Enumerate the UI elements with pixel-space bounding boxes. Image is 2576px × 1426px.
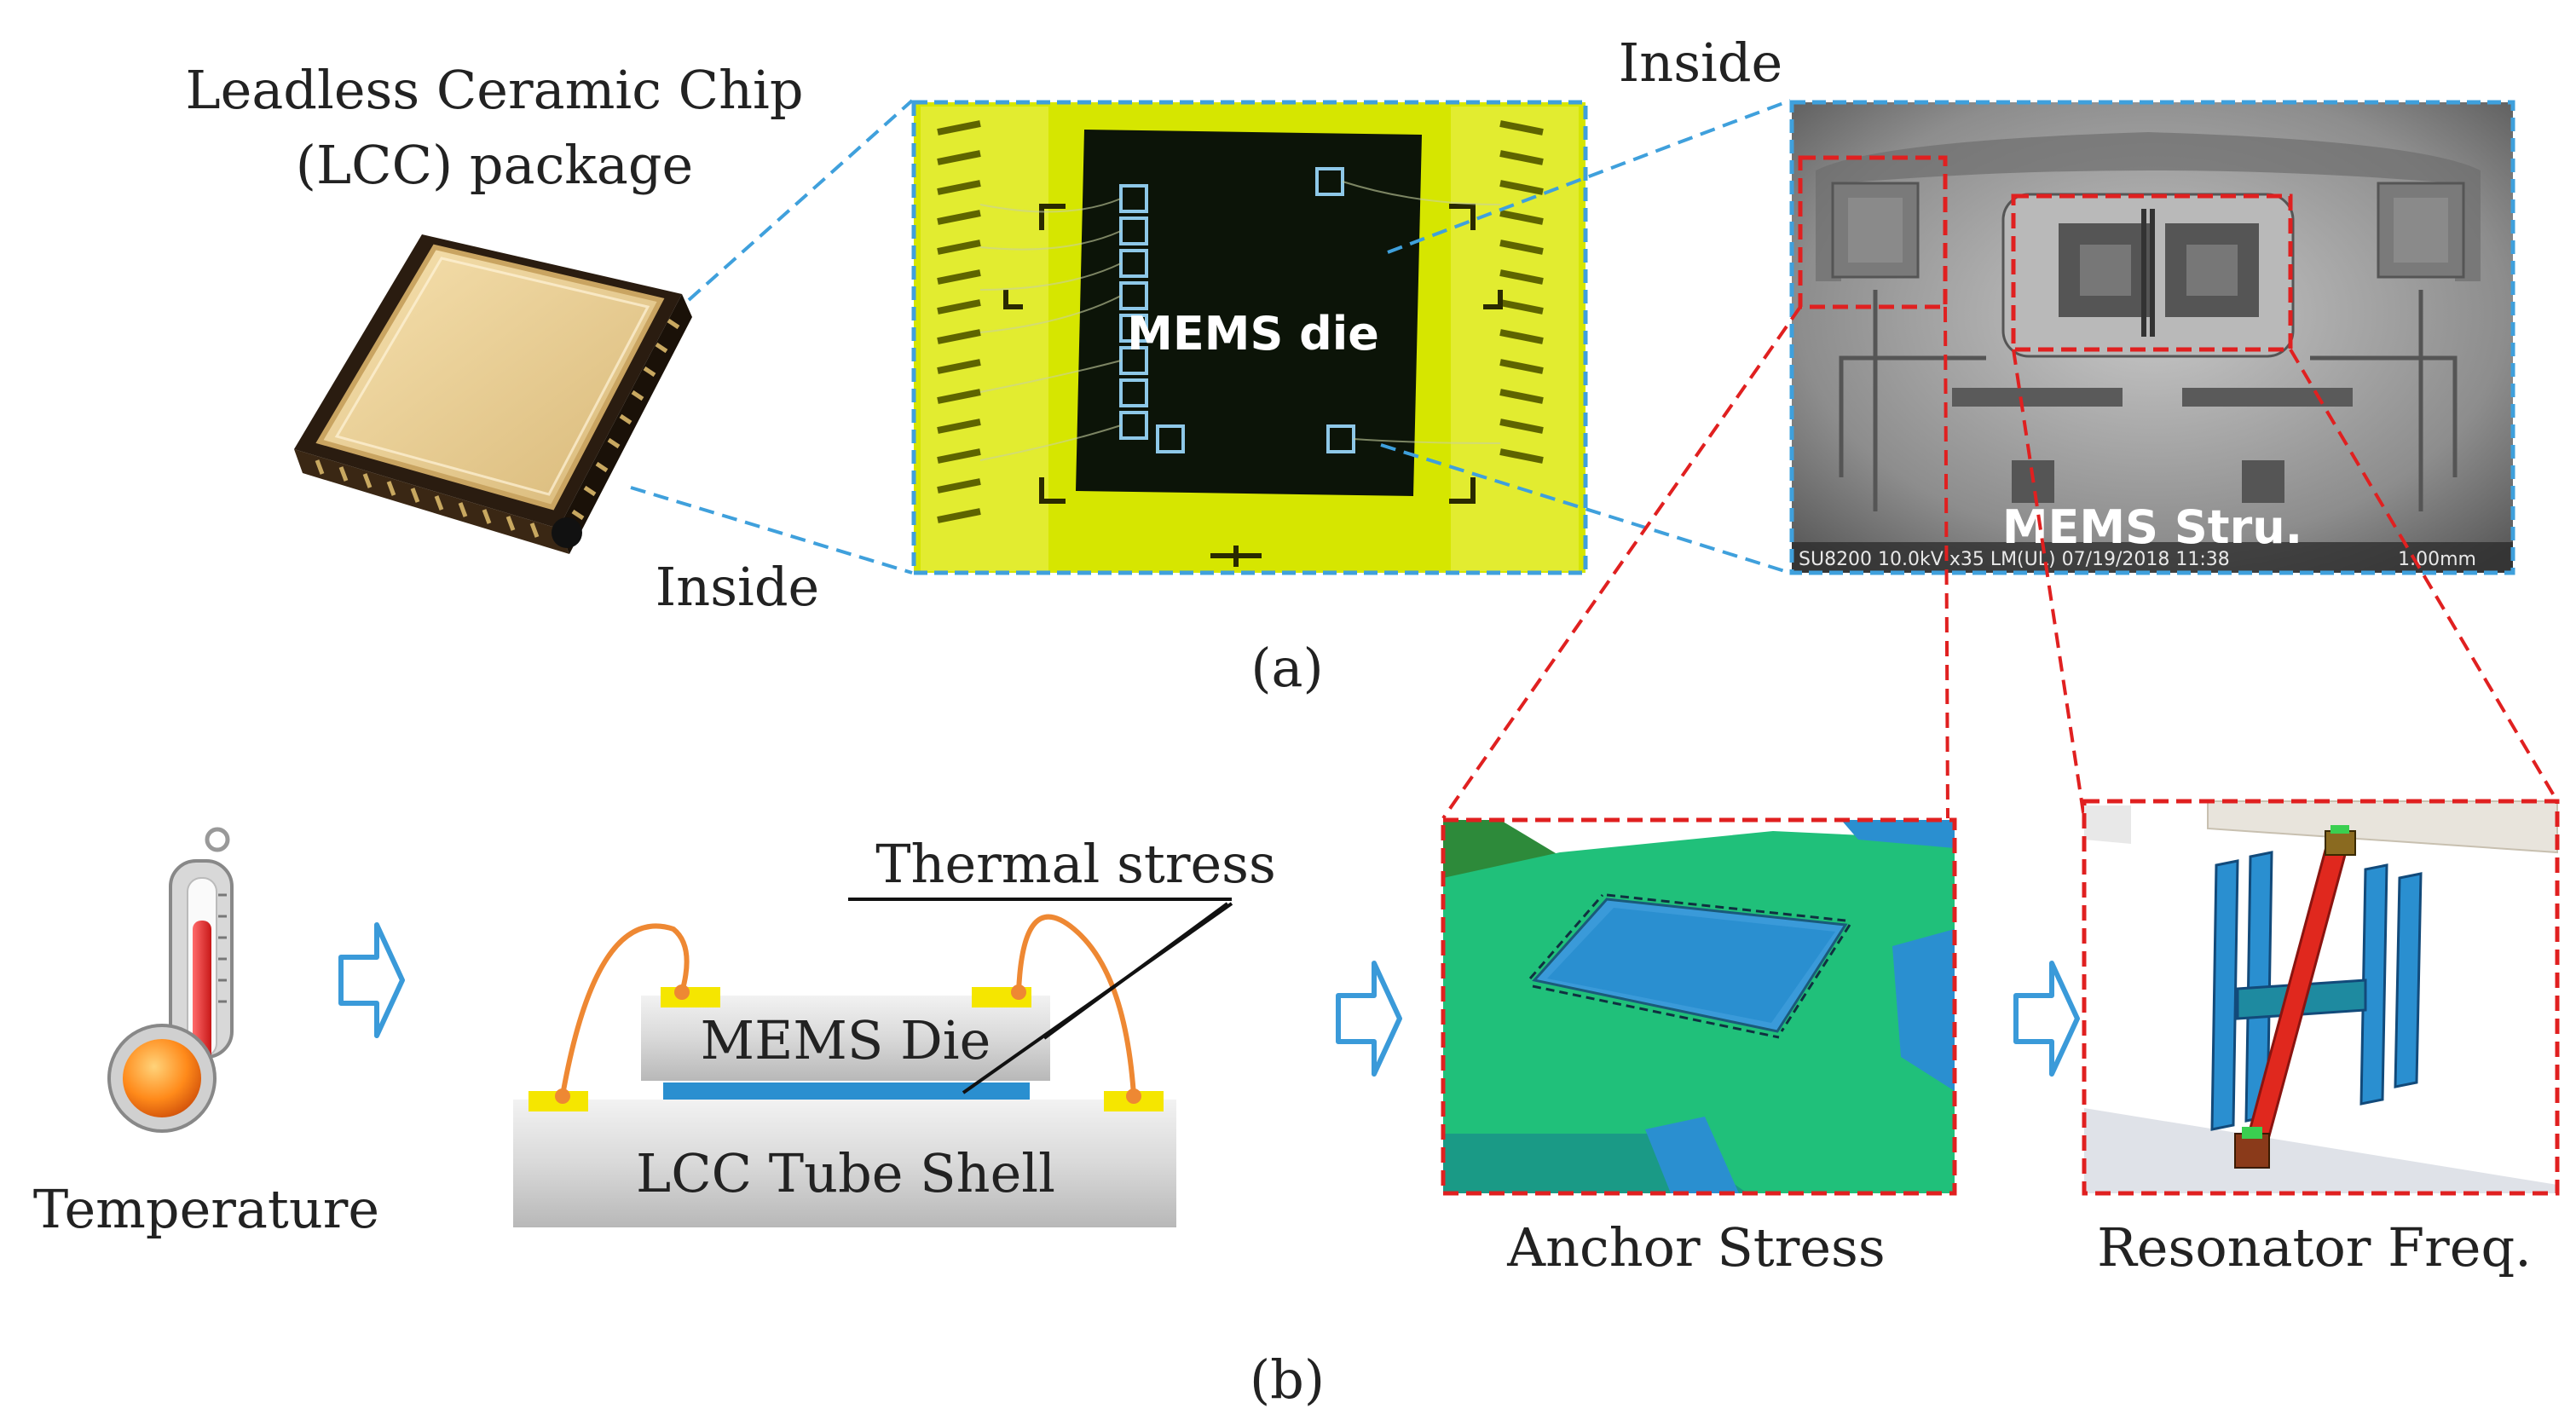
mems-die-photo: MEMS die [911,100,1588,575]
temperature-label: Temperature [33,1178,379,1240]
inside-label-left: Inside [656,556,819,618]
lcc-tube-shell-block [513,1100,1176,1227]
caption-a: (a) [1250,637,1323,699]
anchor-stress-label: Anchor Stress [1506,1216,1885,1279]
bond-pad [661,987,720,1007]
resonator-highlight-box [2011,193,2293,352]
resonator-freq-image [2082,799,2560,1196]
thermal-stress-leader-2 [962,902,1233,1094]
thermal-stress-label: Thermal stress [875,833,1276,895]
sem-scale-text: 1.00mm [2398,549,2476,570]
panel-b: Temperature MEMS Die LCC Tube Shell [33,799,2560,1411]
mems-stru-label: MEMS Stru. [2002,500,2302,554]
resonator-freq-label: Resonator Freq. [2097,1216,2532,1279]
lcc-title-line1: Leadless Ceramic Chip [185,59,803,121]
inside-label-top: Inside [1619,32,1782,94]
mems-die-block [641,996,1050,1081]
panel-a: Leadless Ceramic Chip (LCC) package [185,32,2515,699]
flow-arrow-1 [338,922,405,1038]
red-zoom-connectors [1441,305,2559,820]
lcc-title-line2: (LCC) package [296,134,693,196]
lcc-shell-block-label: LCC Tube Shell [636,1142,1055,1204]
bond-wire-left [560,923,690,1096]
sem-info-text: SU8200 10.0kV x35 LM(UL) 07/19/2018 11:3… [1799,549,2230,570]
flow-arrow-2 [1336,961,1402,1077]
mems-die-block-label: MEMS Die [701,1009,991,1071]
caption-b: (b) [1250,1348,1325,1411]
lcc-chip-image [294,234,692,554]
mems-structure-sem-image: SU8200 10.0kV x35 LM(UL) 07/19/2018 11:3… [1789,100,2515,575]
package-cross-section: MEMS Die LCC Tube Shell Thermal stress [513,833,1276,1227]
anchor-highlight-box [1798,155,1948,309]
zoom-connector-die-top [1387,99,1791,254]
zoom-connector-top [687,99,914,302]
anchor-stress-image [1441,817,1957,1196]
mems-die-label: MEMS die [1127,307,1379,361]
thermometer-icon [107,827,234,1133]
zoom-connector-bottom [630,486,913,574]
bond-wire-right [1016,914,1136,1096]
flow-arrow-3 [2013,961,2080,1077]
die-attach-layer [663,1082,1030,1100]
